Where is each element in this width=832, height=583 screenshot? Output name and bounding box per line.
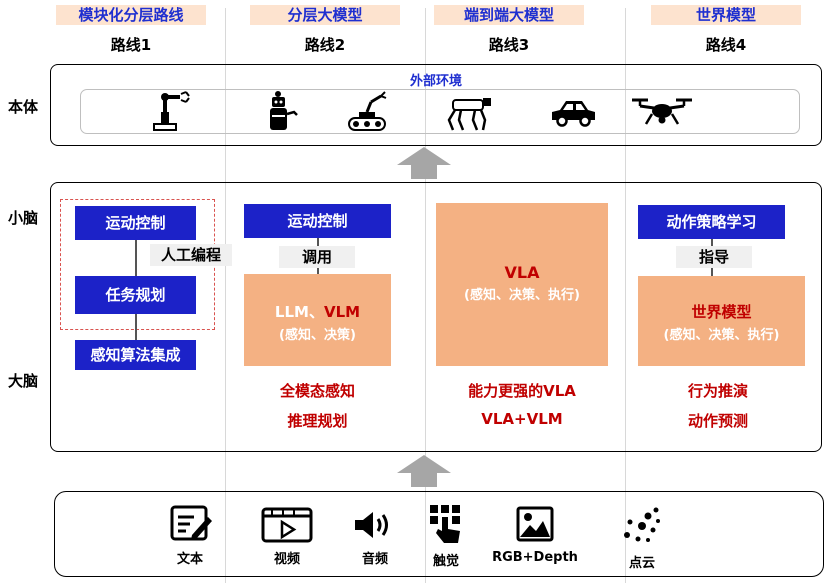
video-icon — [261, 507, 313, 543]
route4-model-subtitle: (感知、决策、执行) — [663, 328, 780, 343]
column-divider — [225, 8, 226, 583]
route-label-2: 路线2 — [304, 36, 346, 54]
route4-world-model-label: 世界模型 — [691, 303, 752, 321]
input-label-audio: 音频 — [361, 552, 388, 567]
column-divider — [625, 8, 626, 583]
route4-capability-1: 行为推演 — [687, 382, 748, 400]
robot-icon-strip — [80, 89, 800, 134]
route1-motion-control: 运动控制 — [75, 206, 196, 240]
drone-icon — [632, 98, 692, 125]
row-label-cerebellum: 小脑 — [8, 209, 39, 227]
car-icon — [552, 101, 595, 127]
up-arrow-to-brain — [397, 455, 451, 487]
route-label-1: 路线1 — [110, 36, 152, 54]
route2-capability-2: 推理规划 — [287, 412, 348, 430]
robot-arm-icon — [153, 91, 190, 131]
quadruped-robot-icon — [447, 98, 491, 131]
column-header-3: 端到端大模型 — [434, 5, 584, 25]
route1-manual-programming-label: 人工编程 — [150, 244, 232, 266]
brain-panel — [50, 182, 822, 452]
service-robot-icon — [270, 91, 298, 130]
route-label-3: 路线3 — [488, 36, 530, 54]
column-header-2: 分层大模型 — [250, 5, 400, 25]
route1-perception-algorithms: 感知算法集成 — [75, 340, 196, 370]
route2-llm-label: LLM、 — [274, 303, 324, 321]
image-icon — [516, 506, 554, 542]
up-arrow-to-body — [397, 147, 451, 179]
route4-capability-2: 动作预测 — [687, 412, 748, 430]
input-label-touch: 触觉 — [432, 554, 459, 569]
route2-motion-control: 运动控制 — [244, 204, 391, 238]
route2-call-label: 调用 — [279, 246, 355, 268]
point-cloud-icon — [624, 507, 660, 542]
input-label-video: 视频 — [273, 552, 300, 567]
row-label-cerebrum: 大脑 — [8, 372, 39, 390]
input-label-rgb-depth: RGB+Depth — [492, 550, 578, 565]
input-modalities-panel — [54, 491, 824, 577]
tracked-robot-icon — [348, 91, 387, 131]
route1-task-planning: 任务规划 — [75, 276, 196, 314]
route4-world-model-box: 世界模型 (感知、决策、执行) — [638, 276, 805, 366]
external-environment-title: 外部环境 — [409, 74, 462, 89]
route-label-4: 路线4 — [705, 36, 747, 54]
route4-action-policy-learning: 动作策略学习 — [638, 205, 785, 239]
route3-capability-2: VLA+VLM — [481, 410, 563, 428]
text-edit-icon — [170, 505, 212, 541]
input-label-text: 文本 — [176, 552, 203, 567]
column-divider — [425, 8, 426, 583]
route4-guide-label: 指导 — [676, 246, 752, 268]
route3-vla-box: VLA (感知、决策、执行) — [436, 203, 608, 366]
route3-model-subtitle: (感知、决策、执行) — [464, 288, 580, 303]
body-panel — [50, 64, 822, 146]
column-header-4: 世界模型 — [651, 5, 801, 25]
column-header-1: 模块化分层路线 — [56, 5, 206, 25]
route2-model-subtitle: (感知、决策) — [279, 328, 356, 343]
route2-llm-vlm-box: LLM、VLM (感知、决策) — [244, 274, 391, 366]
input-label-point-cloud: 点云 — [628, 556, 655, 571]
route2-vlm-label: VLM — [323, 303, 361, 321]
row-label-body: 本体 — [8, 98, 39, 116]
touch-icon — [430, 505, 460, 543]
route1-connector — [135, 240, 137, 276]
route3-vla-label: VLA — [504, 263, 540, 282]
audio-icon — [355, 512, 388, 538]
route1-connector — [135, 314, 137, 340]
route2-capability-1: 全模态感知 — [279, 382, 355, 400]
route3-capability-1: 能力更强的VLA — [468, 382, 576, 400]
